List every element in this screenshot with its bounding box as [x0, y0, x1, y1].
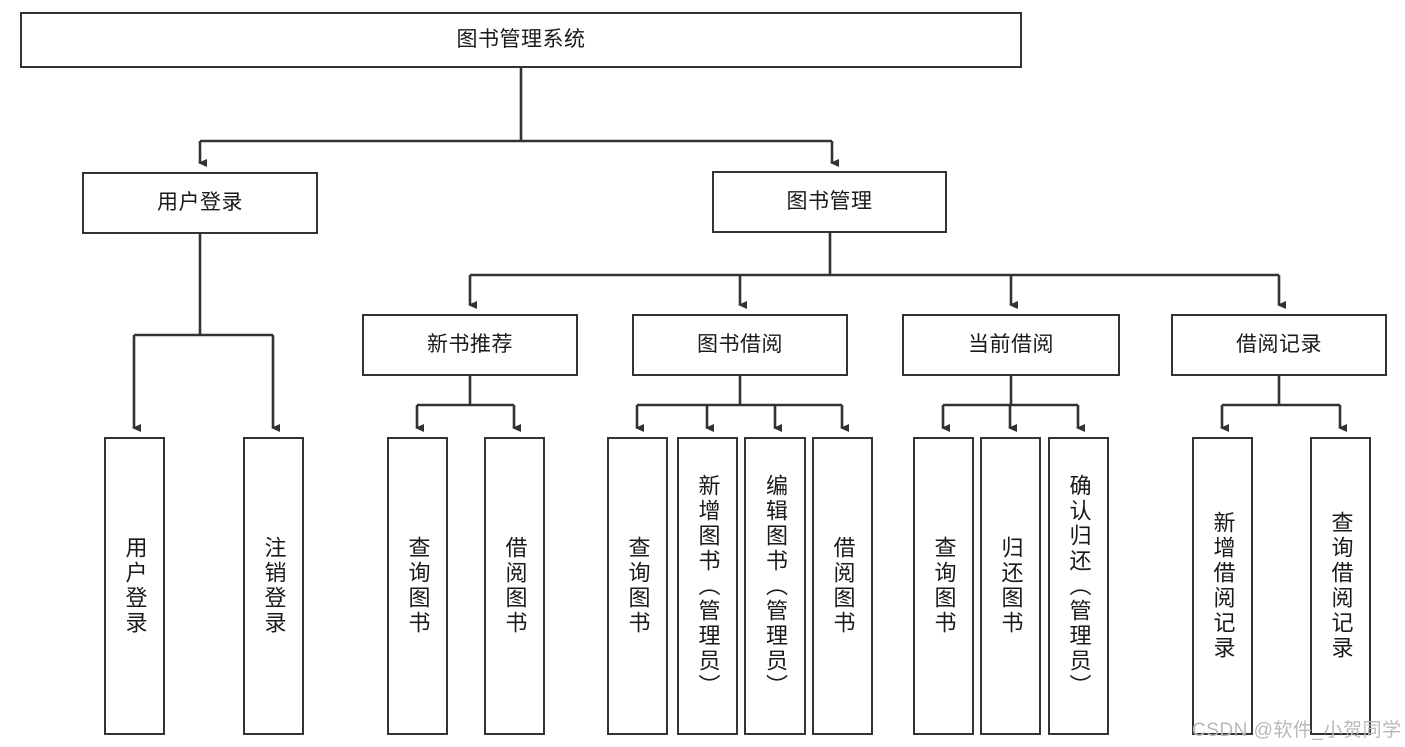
leaf-user-login[interactable]: 用户登录: [104, 437, 165, 735]
leaf-add-book-label: 新增图书（管理员）: [695, 473, 721, 699]
leaf-query-book-current[interactable]: 查询图书: [913, 437, 974, 735]
node-current-borrow-label: 当前借阅: [968, 332, 1054, 356]
leaf-query-book-recommend-label: 查询图书: [405, 536, 431, 636]
node-root[interactable]: 图书管理系统: [20, 12, 1022, 68]
leaf-borrow-book-label: 借阅图书: [830, 536, 856, 636]
leaf-edit-book[interactable]: 编辑图书（管理员）: [744, 437, 806, 735]
node-book-manage-label: 图书管理: [786, 189, 873, 213]
leaf-borrow-book-recommend[interactable]: 借阅图书: [484, 437, 545, 735]
leaf-query-borrow-record[interactable]: 查询借阅记录: [1310, 437, 1371, 735]
leaf-confirm-return[interactable]: 确认归还（管理员）: [1048, 437, 1109, 735]
leaf-query-book-borrow[interactable]: 查询图书: [607, 437, 668, 735]
leaf-logout[interactable]: 注销登录: [243, 437, 304, 735]
leaf-add-book[interactable]: 新增图书（管理员）: [677, 437, 738, 735]
node-new-book-recommend-label: 新书推荐: [427, 332, 513, 356]
leaf-add-borrow-record[interactable]: 新增借阅记录: [1192, 437, 1253, 735]
node-user-login[interactable]: 用户登录: [82, 172, 318, 234]
node-book-borrow-label: 图书借阅: [697, 332, 783, 356]
node-user-login-label: 用户登录: [157, 190, 243, 214]
node-book-borrow[interactable]: 图书借阅: [632, 314, 848, 376]
leaf-user-login-label: 用户登录: [122, 536, 148, 636]
node-borrow-record-label: 借阅记录: [1236, 332, 1322, 356]
leaf-query-book-borrow-label: 查询图书: [625, 536, 651, 636]
leaf-confirm-return-label: 确认归还（管理员）: [1066, 473, 1092, 699]
leaf-query-borrow-record-label: 查询借阅记录: [1328, 511, 1354, 661]
leaf-edit-book-label: 编辑图书（管理员）: [763, 473, 788, 699]
csdn-watermark: CSDN @软件_小贺同学: [1192, 720, 1402, 741]
leaf-query-book-recommend[interactable]: 查询图书: [387, 437, 448, 735]
leaf-query-book-current-label: 查询图书: [931, 536, 957, 636]
leaf-return-book-label: 归还图书: [998, 536, 1024, 636]
leaf-borrow-book-recommend-label: 借阅图书: [502, 536, 528, 636]
leaf-return-book[interactable]: 归还图书: [980, 437, 1041, 735]
leaf-add-borrow-record-label: 新增借阅记录: [1210, 511, 1236, 661]
node-current-borrow[interactable]: 当前借阅: [902, 314, 1120, 376]
node-borrow-record[interactable]: 借阅记录: [1171, 314, 1387, 376]
leaf-logout-label: 注销登录: [261, 536, 287, 636]
node-book-manage[interactable]: 图书管理: [712, 171, 947, 233]
leaf-borrow-book[interactable]: 借阅图书: [812, 437, 873, 735]
node-new-book-recommend[interactable]: 新书推荐: [362, 314, 578, 376]
node-root-label: 图书管理系统: [456, 27, 586, 51]
